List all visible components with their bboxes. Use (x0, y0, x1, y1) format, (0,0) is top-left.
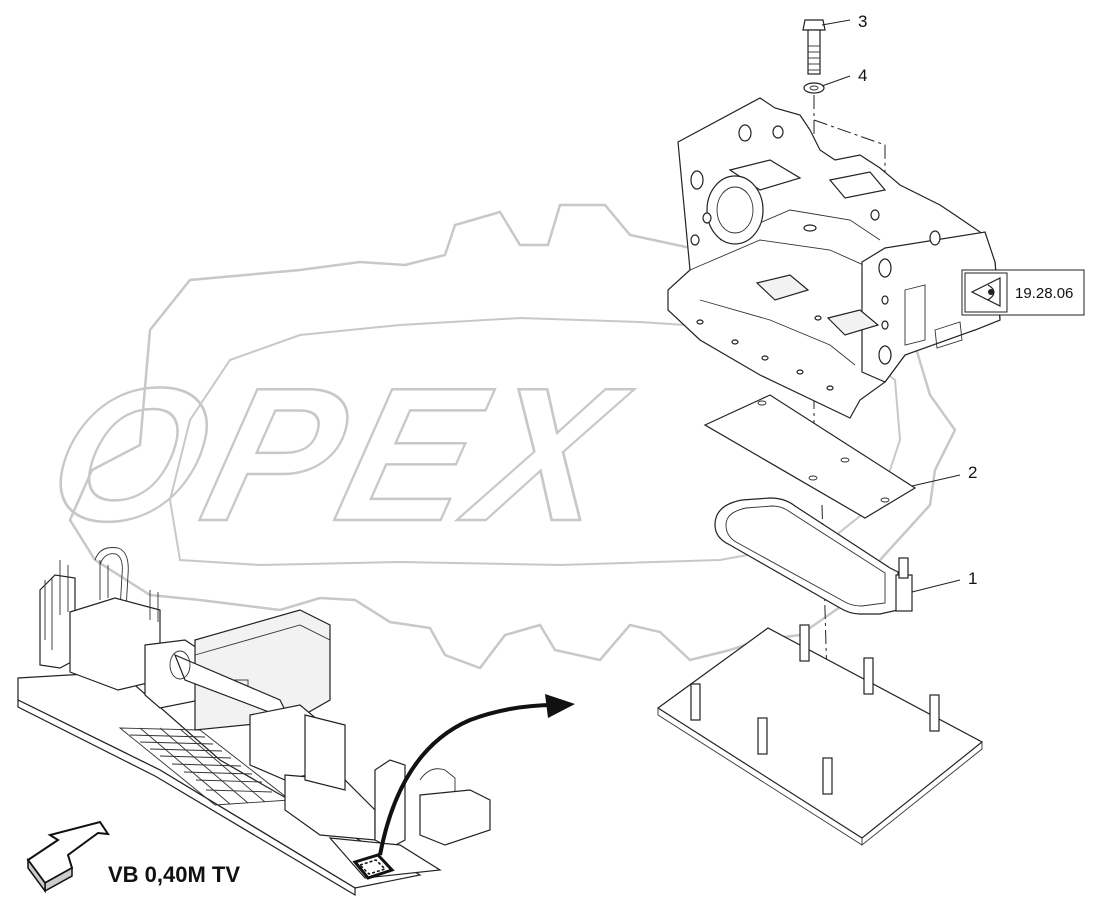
washer (803, 82, 825, 94)
view-direction-arrow-icon (26, 820, 111, 894)
callout-1-label: 1 (968, 569, 977, 588)
callout-4[interactable]: 4 (821, 66, 867, 87)
callout-4-label: 4 (858, 66, 867, 85)
base-plate (656, 624, 984, 846)
callout-3[interactable]: 3 (821, 12, 867, 31)
screed-machine-overview (17, 547, 491, 897)
bolt (802, 19, 826, 75)
watermark: OPEX (29, 203, 957, 670)
diagram-caption: VB 0,40M TV (108, 862, 240, 887)
callout-2[interactable]: 2 (911, 463, 977, 487)
callout-2-label: 2 (968, 463, 977, 482)
detail-arrow (378, 694, 575, 856)
handle-frame (714, 497, 913, 615)
gasket-plate (703, 394, 917, 519)
callout-1[interactable]: 1 (911, 569, 977, 593)
highlight-marker (352, 853, 395, 880)
reference-label: 19.28.06 (1015, 285, 1073, 302)
eye-icon (970, 277, 1001, 307)
stud (690, 624, 940, 795)
reference-box[interactable]: 19.28.06 (961, 269, 1085, 316)
callout-3-label: 3 (858, 12, 867, 31)
watermark-text: OPEX (30, 348, 645, 561)
watermark-gear-outline (68, 203, 957, 670)
housing-bracket (667, 97, 1001, 419)
